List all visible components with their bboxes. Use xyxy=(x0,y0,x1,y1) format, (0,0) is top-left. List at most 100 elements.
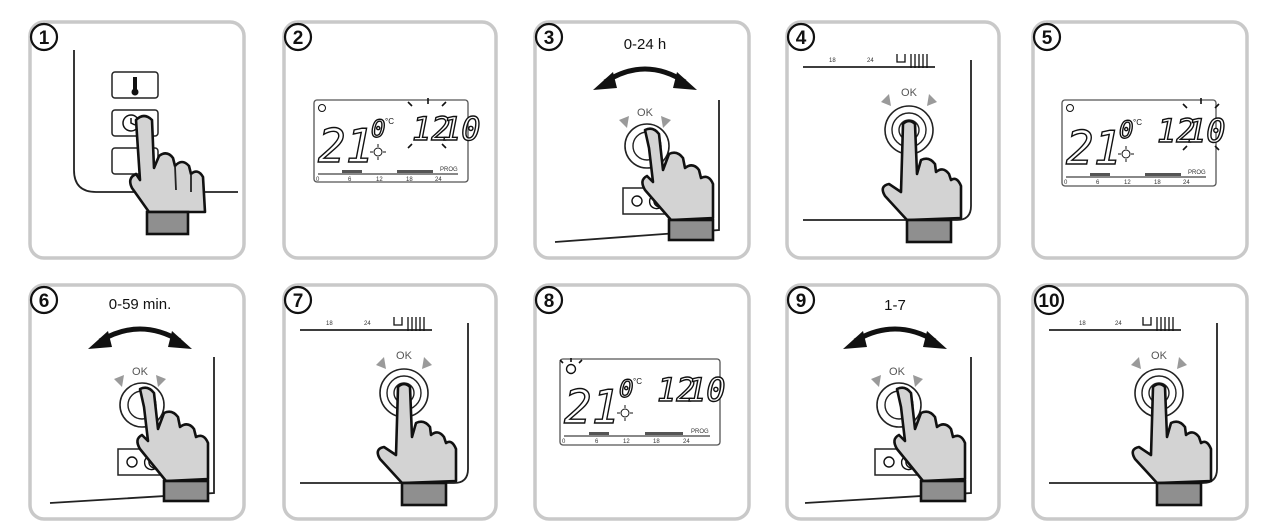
hours-value-blinking: 12 xyxy=(412,110,451,148)
bars-icon xyxy=(1142,317,1174,331)
lcd-display xyxy=(313,99,469,183)
step-number: 7 xyxy=(293,291,304,312)
step-panel-1: 1 xyxy=(28,20,246,260)
ok-label: OK xyxy=(132,366,149,378)
step-panel-3: 0-24 h OK 3 xyxy=(533,20,751,260)
hand-icon xyxy=(881,119,963,244)
temperature-decimal: 0 xyxy=(619,375,633,403)
step-number: 9 xyxy=(796,291,807,312)
axis-tick: 18 xyxy=(406,177,413,183)
step-illustration-7: 18 24 OK 7 xyxy=(282,283,498,521)
minutes-value: 10 xyxy=(687,371,726,409)
axis-tick: 24 xyxy=(1183,180,1190,186)
rotation-caption: 0-24 h xyxy=(624,36,667,53)
scale-tick: 24 xyxy=(364,321,371,327)
step-number: 4 xyxy=(796,28,807,49)
prog-label: PROG xyxy=(1188,170,1206,176)
clock-icon-blinking xyxy=(559,358,583,375)
step-number: 10 xyxy=(1038,291,1059,312)
scale-tick: 24 xyxy=(1115,321,1122,327)
step-illustration-10: 18 24 OK 10 xyxy=(1031,283,1249,521)
scale-tick: 18 xyxy=(829,58,836,64)
hand-icon xyxy=(376,382,458,507)
hours-value: 12 xyxy=(1157,112,1196,150)
step-illustration-1: 1 xyxy=(28,20,246,260)
ok-label: OK xyxy=(396,350,413,362)
rotate-arrow-icon xyxy=(88,326,192,349)
sun-icon xyxy=(1118,146,1134,162)
step-number: 1 xyxy=(39,28,50,49)
ok-label: OK xyxy=(637,107,654,119)
sun-icon xyxy=(617,405,633,421)
program-bar xyxy=(564,432,710,437)
minutes-value: 10 xyxy=(442,110,481,148)
step-illustration-2: 21 0 °C 12 10 PROG 0 6 12 18 24 2 xyxy=(282,20,498,260)
program-bar xyxy=(1066,173,1206,178)
prog-label: PROG xyxy=(691,429,709,435)
step-panel-9: 1-7 OK 9 xyxy=(785,283,1001,521)
temperature-unit: °C xyxy=(633,377,642,386)
temperature-decimal: 0 xyxy=(1119,116,1133,144)
temperature-decimal: 0 xyxy=(371,115,385,143)
rotation-caption: 0-59 min. xyxy=(109,296,172,313)
blink-rays xyxy=(1182,98,1220,151)
step-illustration-9: 1-7 OK 9 xyxy=(785,283,1001,521)
step-illustration-6: 0-59 min. OK 6 xyxy=(28,283,246,521)
thermometer-icon xyxy=(131,77,139,96)
bars-icon xyxy=(896,54,928,68)
step-panel-5: 21 0 °C 12 10 PROG 0 6 12 18 24 5 xyxy=(1031,20,1249,260)
scale-tick: 18 xyxy=(326,321,333,327)
step-illustration-3: 0-24 h OK 3 xyxy=(533,20,751,260)
rotate-arrow-icon xyxy=(843,326,947,349)
bars-icon xyxy=(393,317,425,331)
hand-icon xyxy=(1131,382,1213,507)
sun-icon xyxy=(370,144,386,160)
axis-tick: 12 xyxy=(376,177,383,183)
rotate-arrow-icon xyxy=(593,66,697,90)
step-number: 5 xyxy=(1042,28,1053,49)
step-illustration-5: 21 0 °C 12 10 PROG 0 6 12 18 24 5 xyxy=(1031,20,1249,260)
step-number: 2 xyxy=(293,28,304,49)
scale-tick: 24 xyxy=(867,58,874,64)
step-panel-7: 18 24 OK 7 xyxy=(282,283,498,521)
axis-tick: 6 xyxy=(1096,180,1100,186)
blink-rays xyxy=(407,98,447,149)
step-number: 8 xyxy=(544,291,555,312)
step-panel-6: 0-59 min. OK 6 xyxy=(28,283,246,521)
ok-label: OK xyxy=(889,366,906,378)
temperature-value: 21 xyxy=(318,119,373,173)
axis-tick: 0 xyxy=(316,177,320,183)
ok-label: OK xyxy=(1151,350,1168,362)
hand-icon xyxy=(641,127,715,242)
axis-tick: 24 xyxy=(683,439,690,445)
step-panel-10: 18 24 OK 10 xyxy=(1031,283,1249,521)
hand-icon xyxy=(128,114,207,236)
temperature-unit: °C xyxy=(1133,118,1142,127)
ok-label: OK xyxy=(901,87,918,99)
step-illustration-8: 21 0 °C 12 10 PROG 0 6 12 18 24 8 xyxy=(533,283,751,521)
axis-tick: 12 xyxy=(623,439,630,445)
step-illustration-4: 18 24 OK 4 xyxy=(785,20,1001,260)
lcd-display xyxy=(559,358,721,446)
program-bar xyxy=(318,170,458,175)
lcd-display xyxy=(1061,99,1217,187)
temperature-value: 21 xyxy=(1066,121,1121,175)
step-number: 3 xyxy=(544,28,555,49)
axis-tick: 18 xyxy=(653,439,660,445)
minutes-value-blinking: 10 xyxy=(1187,112,1226,150)
axis-tick: 0 xyxy=(1064,180,1068,186)
axis-tick: 24 xyxy=(435,177,442,183)
axis-tick: 6 xyxy=(348,177,352,183)
scale-tick: 18 xyxy=(1079,321,1086,327)
axis-tick: 12 xyxy=(1124,180,1131,186)
step-panel-2: 21 0 °C 12 10 PROG 0 6 12 18 24 2 xyxy=(282,20,498,260)
clock-icon xyxy=(318,104,326,112)
axis-tick: 0 xyxy=(562,439,566,445)
hand-icon xyxy=(893,386,967,503)
step-number: 6 xyxy=(39,291,50,312)
prog-label: PROG xyxy=(440,167,458,173)
hand-icon xyxy=(136,386,210,503)
axis-tick: 18 xyxy=(1154,180,1161,186)
hours-value: 12 xyxy=(657,371,696,409)
temperature-unit: °C xyxy=(385,117,394,126)
